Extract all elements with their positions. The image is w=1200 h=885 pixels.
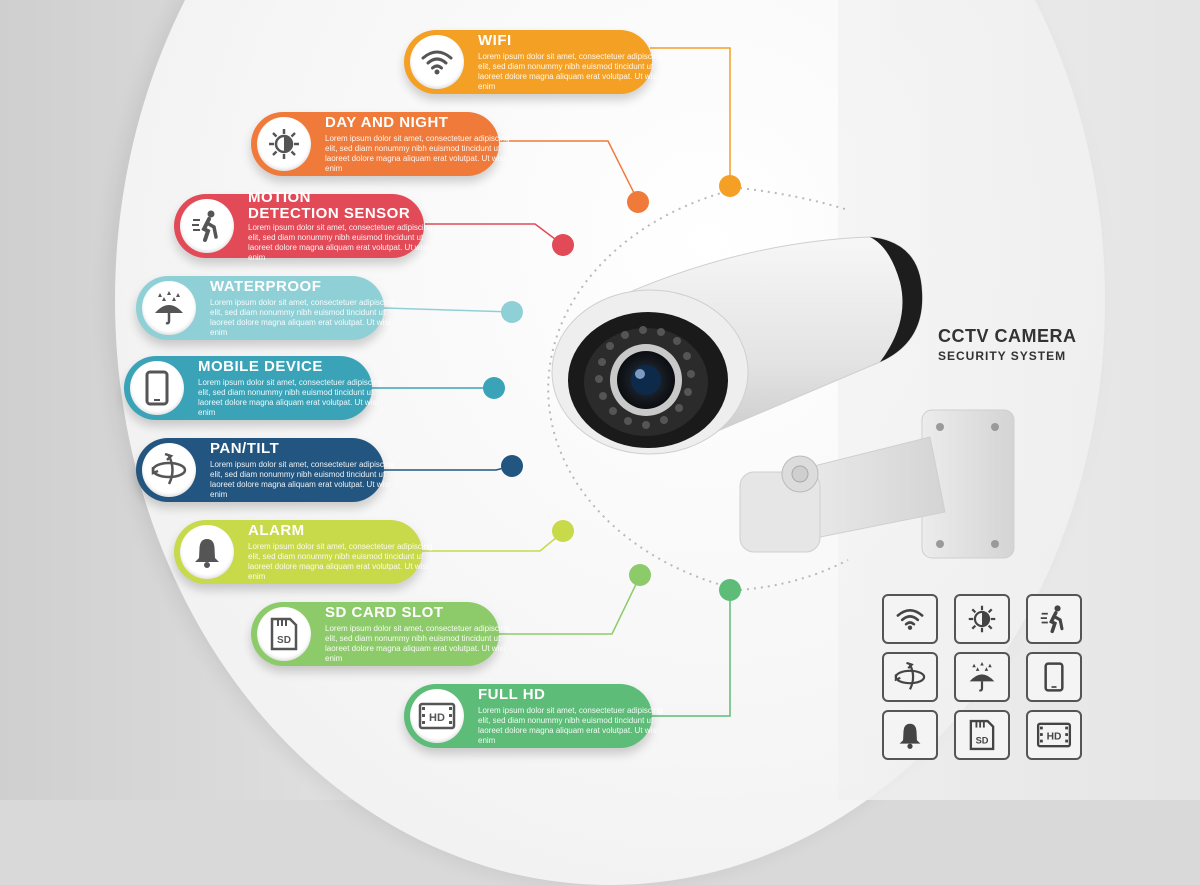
feature-title: MOBILE DEVICE: [198, 357, 323, 375]
umbrella-rain-icon: [142, 281, 196, 335]
feature-pan-tilt: PAN/TILT Lorem ipsum dolor sit amet, cons…: [136, 438, 395, 502]
feature-description: Lorem ipsum dolor sit amet, consectetuer…: [210, 297, 395, 337]
pan-tilt-icon: [142, 443, 196, 497]
feature-title-line2: DETECTION SENSOR: [248, 204, 411, 222]
dotted-arc: [547, 187, 741, 591]
feature-sd-card-slot: SD SD CARD SLOT Lorem ipsum dolor sit ame…: [251, 602, 510, 666]
connector-lines: [372, 47, 849, 717]
feature-description: Lorem ipsum dolor sit amet, consectetuer…: [248, 541, 433, 581]
feature-description: Lorem ipsum dolor sit amet, consectetuer…: [478, 705, 663, 745]
feature-alarm: ALARM Lorem ipsum dolor sit amet, consect…: [174, 520, 433, 584]
feature-title: ALARM: [248, 521, 305, 539]
hd-label: HD: [1047, 732, 1062, 743]
feature-title: MOTION: [248, 188, 311, 206]
brand-title: CCTV CAMERA: [938, 326, 1077, 346]
feature-description: Lorem ipsum dolor sit amet, consectetuer…: [248, 222, 433, 262]
node-dot-pan-tilt: [501, 455, 523, 477]
sd-label: SD: [976, 735, 989, 745]
feature-description: Lorem ipsum dolor sit amet, consectetuer…: [210, 459, 395, 499]
brand-subtitle: SECURITY SYSTEM: [938, 349, 1067, 363]
full-hd-icon: HD: [1026, 710, 1082, 760]
sd-card-icon: SD: [257, 607, 311, 661]
feature-title: DAY AND NIGHT: [325, 113, 449, 131]
feature-wifi: WIFI Lorem ipsum dolor sit amet, consecte…: [404, 30, 663, 94]
feature-mobile-device: MOBILE DEVICE Lorem ipsum dolor sit amet,…: [124, 356, 383, 420]
motion-sensor-icon: [180, 199, 234, 253]
feature-full-hd: HD FULL HD Lorem ipsum dolor sit amet, co…: [404, 684, 663, 748]
day-night-icon: [954, 594, 1010, 644]
feature-title: PAN/TILT: [210, 439, 280, 457]
feature-description: Lorem ipsum dolor sit amet, consectetuer…: [198, 377, 383, 417]
feature-description: Lorem ipsum dolor sit amet, consectetuer…: [325, 623, 510, 663]
feature-title: SD CARD SLOT: [325, 603, 444, 621]
feature-description: Lorem ipsum dolor sit amet, consectetuer…: [478, 51, 663, 91]
pan-tilt-icon: [882, 652, 938, 702]
dotted-arc-bottom: [739, 559, 849, 591]
feature-title: WATERPROOF: [210, 277, 322, 295]
sd-label: SD: [277, 635, 291, 646]
bell-icon: [882, 710, 938, 760]
day-night-icon: [257, 117, 311, 171]
feature-title: WIFI: [478, 31, 512, 49]
sd-card-icon: SD: [954, 710, 1010, 760]
dotted-arc-top: [739, 187, 849, 211]
mobile-device-icon: [1026, 652, 1082, 702]
mobile-device-icon: [130, 361, 184, 415]
wifi-icon: [410, 35, 464, 89]
motion-sensor-icon: [1026, 594, 1082, 644]
feature-title: FULL HD: [478, 685, 546, 703]
node-dot-sd: [629, 564, 651, 586]
cctv-camera-illustration: [551, 236, 1015, 559]
full-hd-icon: HD: [410, 689, 464, 743]
bell-icon: [180, 525, 234, 579]
feature-description: Lorem ipsum dolor sit amet, consectetuer…: [325, 133, 510, 173]
brand-heading: CCTV CAMERA SECURITY SYSTEM: [938, 326, 1077, 363]
node-dot-alarm: [552, 520, 574, 542]
wifi-icon: [882, 594, 938, 644]
feature-day-and-night: DAY AND NIGHT Lorem ipsum dolor sit amet,…: [251, 112, 510, 176]
umbrella-rain-icon: [954, 652, 1010, 702]
node-dot-waterproof: [501, 301, 523, 323]
node-dot-wifi: [719, 175, 741, 197]
node-dot-motion: [552, 234, 574, 256]
node-dot-mobile: [483, 377, 505, 399]
node-dot-full-hd: [719, 579, 741, 601]
feature-waterproof: WATERPROOF Lorem ipsum dolor sit amet, co…: [136, 276, 395, 340]
hd-label: HD: [429, 712, 445, 724]
node-dot-day-night: [627, 191, 649, 213]
